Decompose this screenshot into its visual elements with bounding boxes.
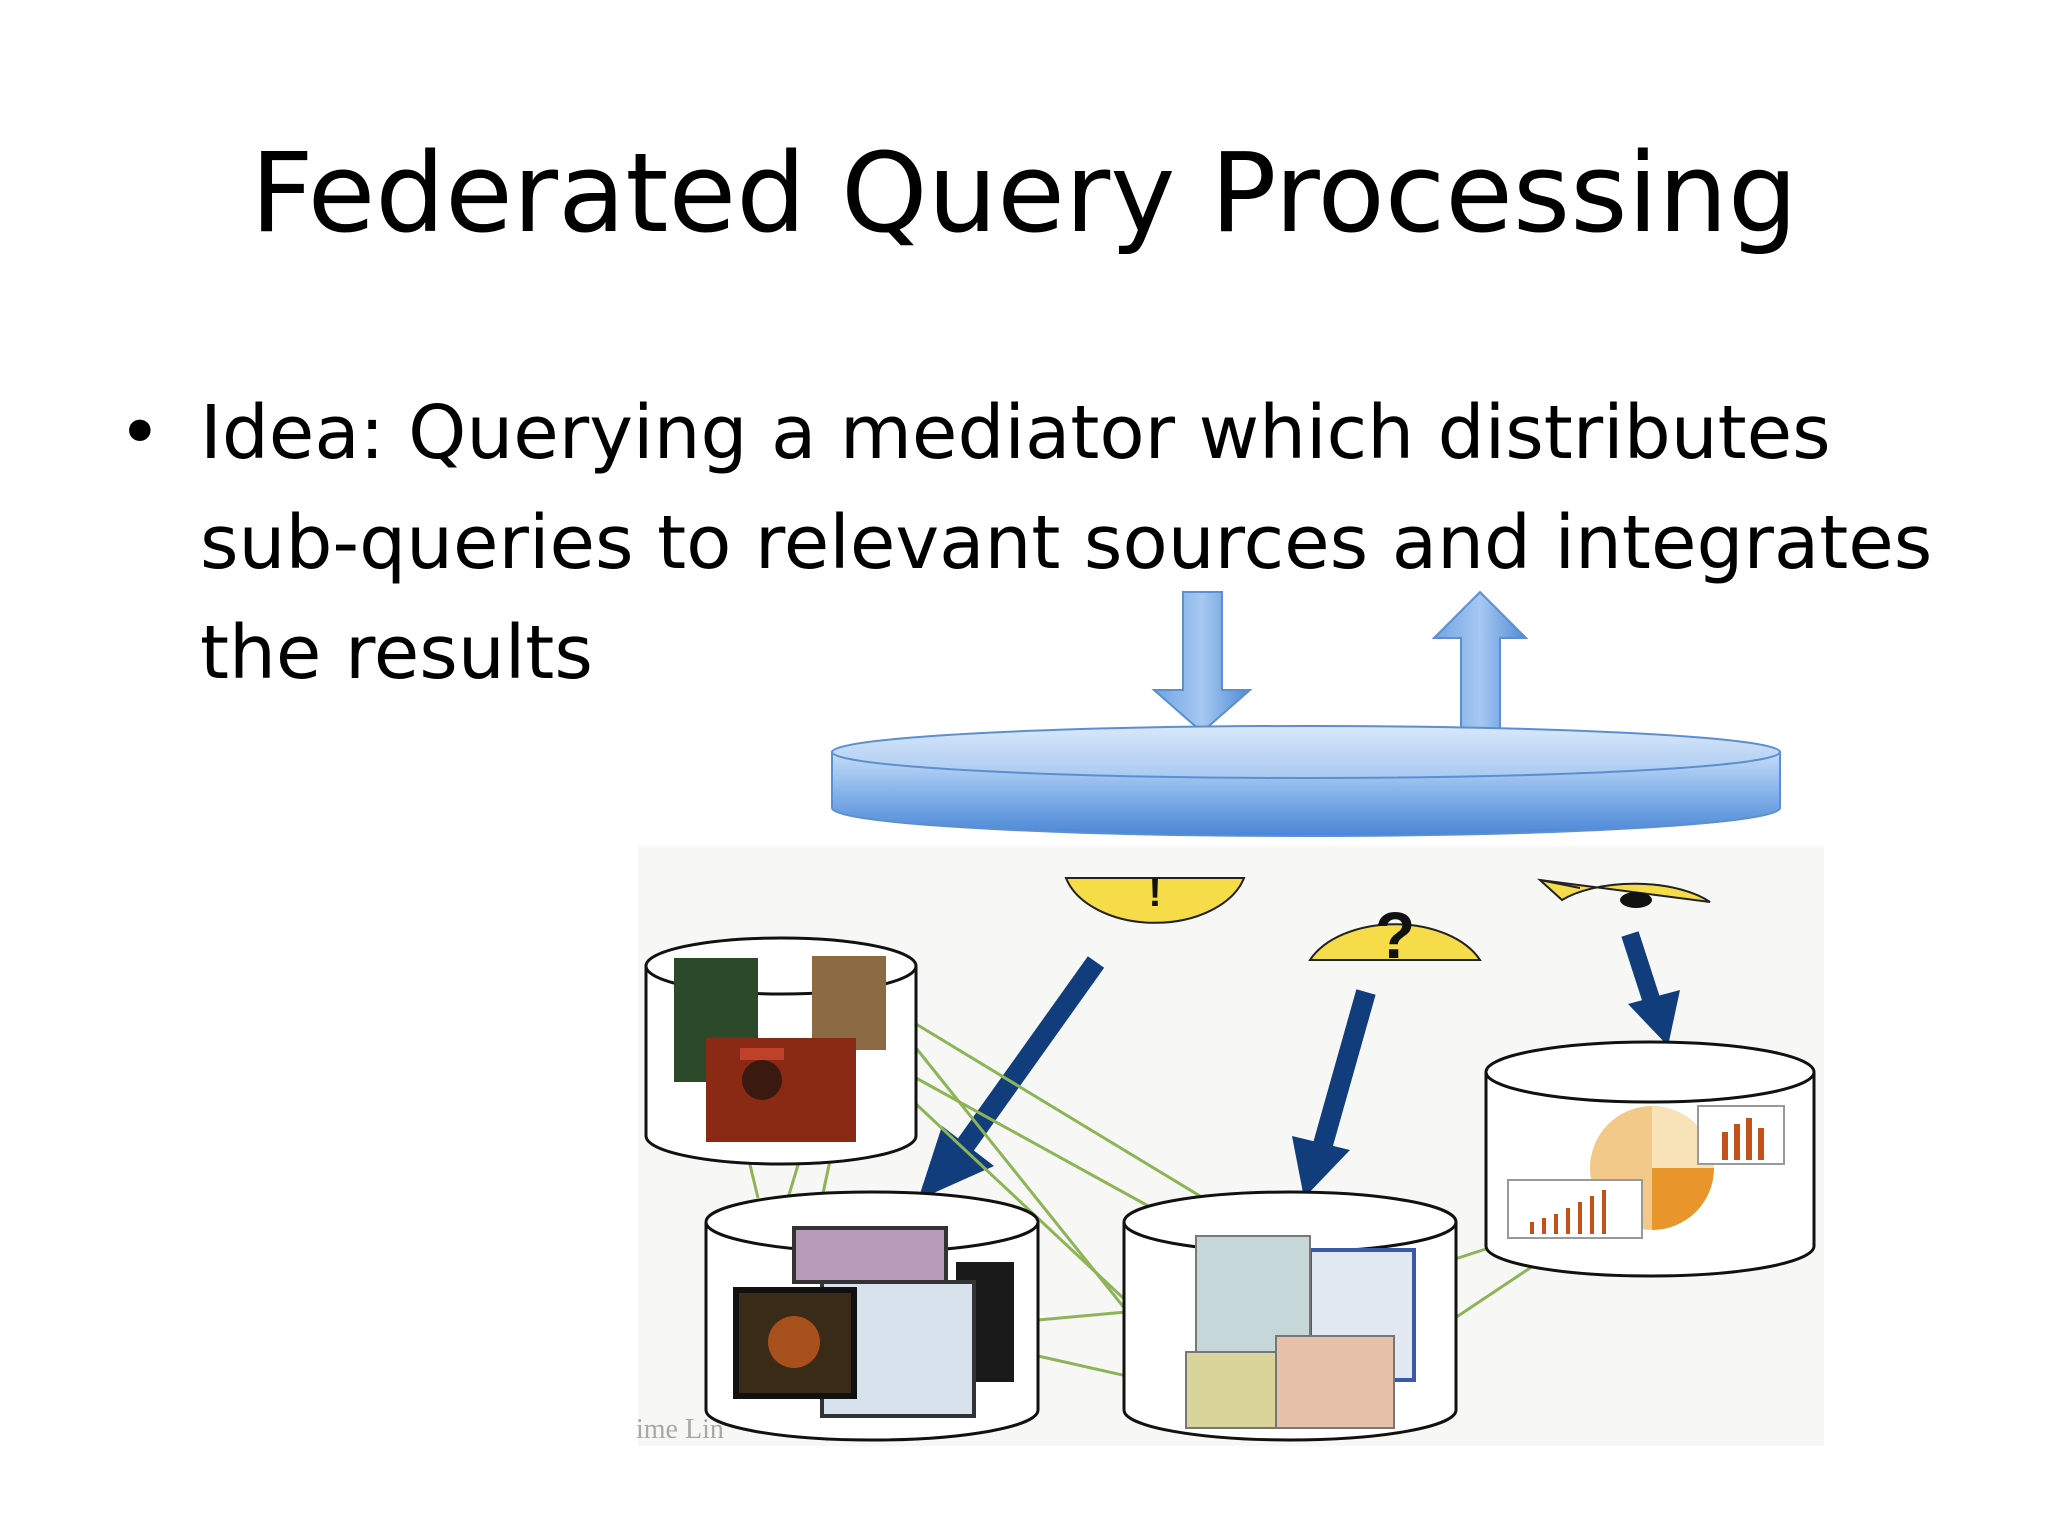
- query-bubble-3: [1536, 878, 1711, 908]
- bubble-label-1: !: [1148, 871, 1161, 915]
- photo-thumb: [812, 956, 886, 1050]
- query-arrow-right: [1621, 931, 1680, 1046]
- results-up-arrow: [1431, 590, 1529, 737]
- map-thumb: [1275, 1335, 1395, 1429]
- query-arrow-middle: [1292, 989, 1376, 1198]
- source-cylinder-maps: [1122, 1190, 1458, 1442]
- bullet-marker: •: [118, 390, 162, 476]
- source-cylinder-music: [644, 936, 918, 1166]
- query-arrow-left: [918, 956, 1105, 1200]
- query-bubble-2: ?: [1308, 898, 1482, 972]
- bar-chart-thumb: [1697, 1105, 1785, 1165]
- query-bubble-1: !: [1064, 871, 1246, 924]
- bullet-text: Idea: Querying a mediator which distribu…: [200, 390, 1933, 696]
- query-down-arrow: [1151, 591, 1253, 734]
- watermark: ime Lin: [636, 1414, 724, 1445]
- map-thumb: [1195, 1235, 1311, 1355]
- slide-title: Federated Query Processing: [250, 129, 1798, 257]
- source-cylinder-charts: [1484, 1040, 1816, 1278]
- bar-chart-thumb: [1507, 1179, 1643, 1239]
- film-strip: [792, 1226, 948, 1284]
- mediator-disc: [831, 725, 1781, 837]
- source-cylinder-video: [704, 1190, 1040, 1442]
- map-thumb: [1185, 1351, 1279, 1429]
- bubble-label-2: ?: [1375, 898, 1415, 972]
